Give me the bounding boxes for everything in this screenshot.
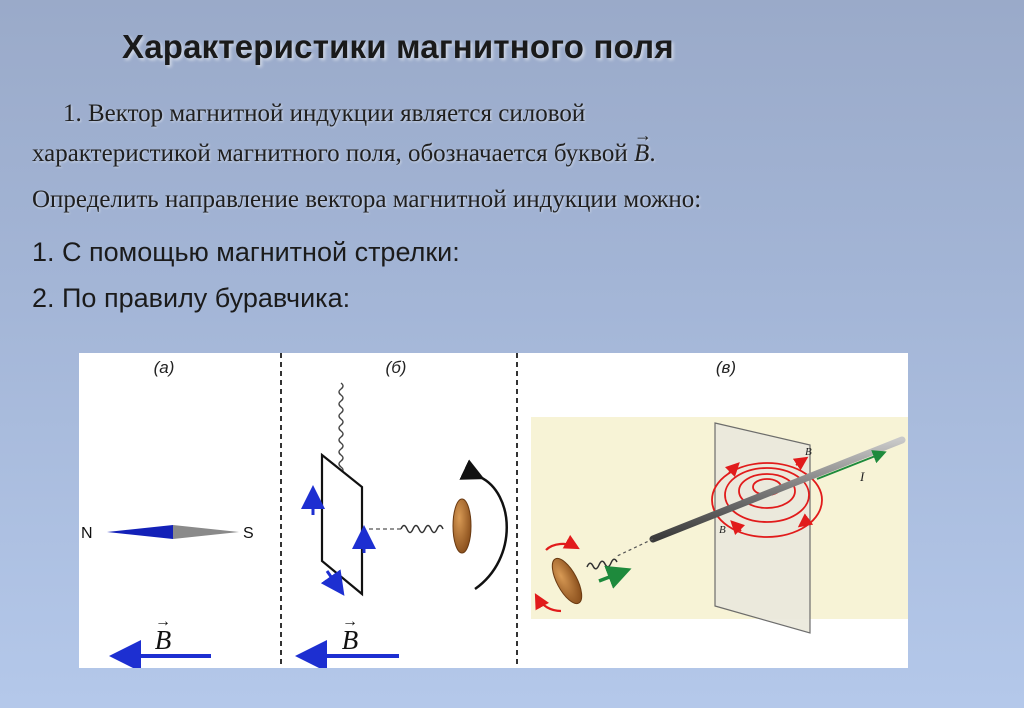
field-line-3	[724, 467, 810, 523]
compass-needle	[107, 525, 239, 539]
gimlet-spiral-c	[586, 558, 618, 570]
field-b-label-bottom: B	[719, 524, 726, 536]
panel-a-label: (а)	[154, 358, 175, 377]
needle-south-half	[173, 525, 239, 539]
suspension-wire	[338, 382, 344, 480]
current-loop-frame	[320, 452, 364, 597]
gimlet-spiral-b	[400, 524, 444, 534]
field-plane	[714, 422, 811, 634]
current-direction-arrow	[816, 450, 887, 480]
south-label: S	[243, 525, 254, 542]
conductor-rod	[649, 436, 906, 543]
field-b-label-top: B	[805, 446, 812, 458]
axis-line-c	[614, 538, 654, 558]
field-line-4	[711, 462, 823, 538]
method-gimlet-rule: 2. По правилу буравчика:	[32, 283, 351, 313]
rotation-arrow-b	[459, 459, 508, 591]
paragraph-line-3: Определить направление вектора магнитной…	[32, 186, 702, 213]
vector-arrow-accent-a: →	[155, 613, 171, 630]
vector-b-symbol: B	[634, 140, 649, 167]
slide-title: Характеристики магнитного поля	[122, 28, 674, 65]
field-direction-arrows	[724, 456, 814, 536]
figure-svg: (а) (б) (в) N S B → B →	[81, 353, 908, 668]
vector-b-label-b: B	[342, 625, 359, 655]
current-label: I	[859, 469, 865, 484]
rotation-arrow-c-top	[545, 534, 580, 551]
advance-arrow-c	[598, 565, 632, 589]
gimlet-handle-c	[551, 557, 583, 605]
gimlet-handle-b	[452, 498, 472, 554]
magnetic-field-figure: (а) (б) (в) N S B → B →	[79, 353, 908, 668]
panel-b-label: (б)	[386, 358, 407, 377]
needle-north-half	[107, 525, 173, 539]
paragraph-line-2-text: характеристикой магнитного поля, обознач…	[32, 140, 635, 167]
rotation-arrow-c-bottom	[534, 593, 562, 613]
current-arrow-down	[320, 569, 345, 596]
paragraph-line-1: 1. Вектор магнитной индукции является си…	[63, 100, 586, 127]
method-compass: 1. С помощью магнитной стрелки:	[32, 237, 460, 267]
north-label: N	[81, 525, 93, 542]
paragraph-line-2-end: .	[649, 140, 656, 167]
panel-c-label: (в)	[716, 358, 736, 377]
vector-arrow-accent-b: →	[342, 613, 358, 630]
field-line-2	[738, 473, 796, 509]
paragraph-line-2: характеристикой магнитного поля, обознач…	[32, 140, 656, 168]
vector-b-label-a: B	[155, 625, 172, 655]
